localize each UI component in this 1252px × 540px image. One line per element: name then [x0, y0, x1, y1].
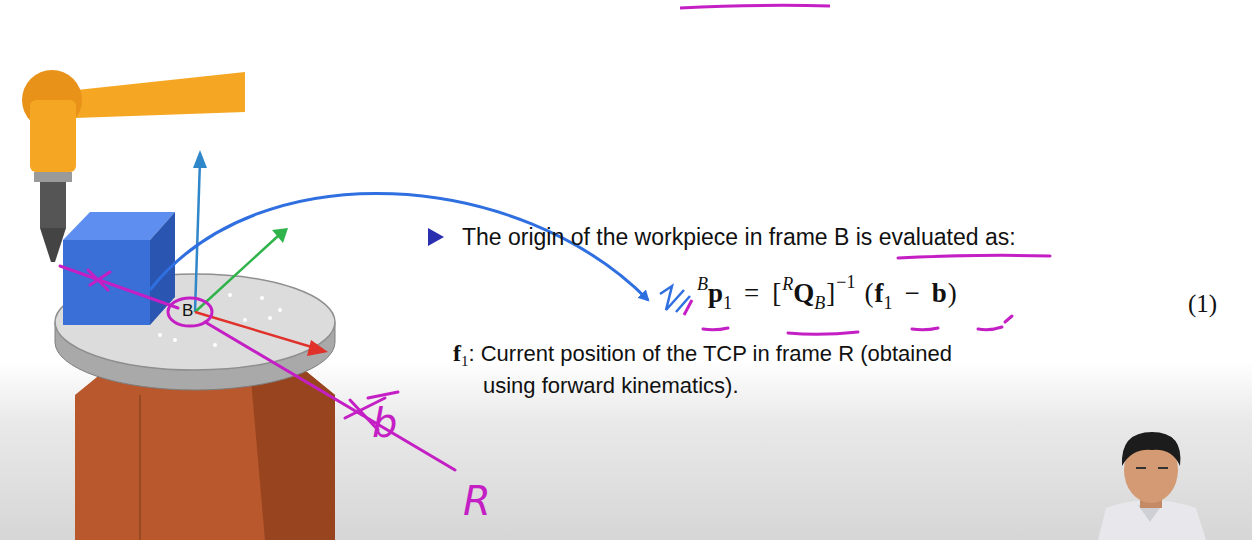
math-symbol: p — [708, 280, 723, 307]
handwritten-annotations — [60, 255, 1050, 470]
math-bracket: [ — [772, 280, 781, 307]
math-bracket: ) — [948, 280, 957, 307]
presenter-video — [1098, 432, 1206, 540]
robot-arm — [22, 70, 245, 262]
handwritten-label: b — [372, 400, 397, 446]
bullet — [428, 228, 444, 246]
equation-number: (1) — [1188, 290, 1217, 318]
math-bracket: ( — [864, 280, 873, 307]
math-exponent: −1 — [836, 273, 855, 291]
robot-pedestal — [75, 368, 335, 540]
definition-note: f1: Current position of the TCP in frame… — [453, 338, 953, 401]
bullet-text: The origin of the workpiece in frame B i… — [462, 224, 1016, 251]
math-symbol: Q — [793, 280, 814, 307]
frame-superscript: R — [782, 275, 793, 293]
math-symbol: b — [932, 280, 947, 307]
workpiece-cube — [63, 212, 175, 325]
math-bracket: ] — [826, 280, 835, 307]
math-symbol: f — [874, 280, 883, 307]
math-operator: = — [744, 280, 759, 307]
title-underline — [680, 5, 830, 8]
math-subscript: 1 — [723, 294, 732, 312]
definition-text: : Current position of the TCP in frame R… — [469, 341, 952, 398]
handwritten-label: R — [463, 478, 491, 524]
math-symbol: f — [453, 340, 461, 366]
frame-axes — [193, 150, 328, 356]
frame-label: B — [182, 301, 193, 321]
equation: Bp1=[RQB]−1(f1−b) — [697, 280, 958, 307]
math-operator: − — [904, 280, 919, 307]
math-subscript: B — [814, 294, 825, 312]
frame-superscript: B — [697, 275, 708, 293]
math-subscript: 1 — [461, 353, 469, 369]
math-subscript: 1 — [883, 294, 892, 312]
pen-tick — [684, 300, 692, 315]
pen-scribble — [660, 286, 690, 312]
